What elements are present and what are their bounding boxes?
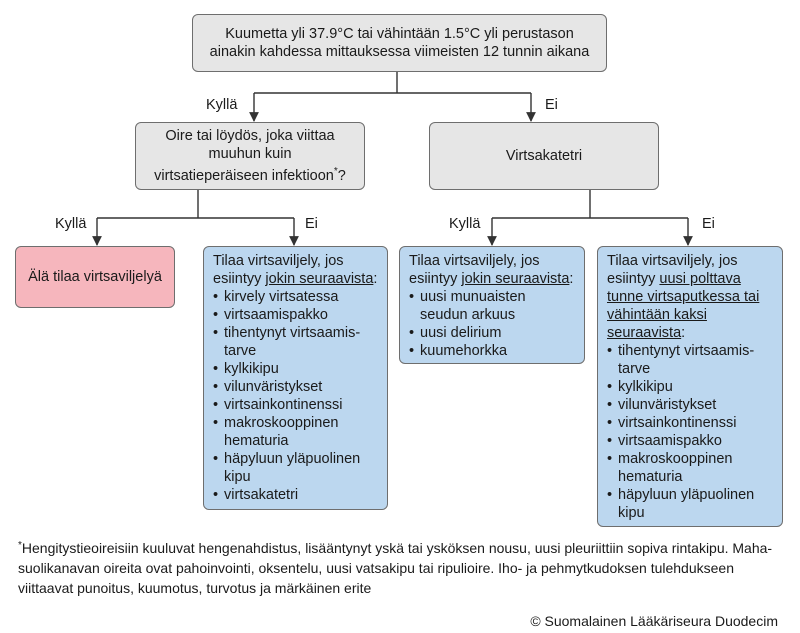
no-culture-box: Älä tilaa virtsaviljelyä (15, 246, 175, 308)
criteria-list-item: virtsainkontinenssi (607, 414, 774, 432)
footnote-text: Hengitystieoireisiin kuuluvat hengenahdi… (18, 540, 773, 596)
footnote: *Hengitystieoireisiin kuuluvat hengenahd… (18, 538, 788, 598)
no-culture-text: Älä tilaa virtsaviljelyä (28, 269, 162, 285)
criteria-list-item: virtsaamispakko (213, 306, 379, 324)
question-catheter-text: Virtsakatetri (505, 148, 583, 164)
criteria-list-item: vilunväristykset (213, 378, 379, 396)
root-line-1: Kuumetta yli 37.9°C tai vähintään 1.5°C … (225, 26, 574, 42)
criteria-list-item: kylkikipu (607, 378, 774, 396)
criteria-list-item: makroskooppinen hematuria (607, 450, 774, 486)
criteria-list-item: häpyluun yläpuolinen kipu (213, 450, 379, 486)
question-catheter-box: Virtsakatetri (429, 122, 659, 190)
label-no-right: Ei (702, 216, 715, 232)
copyright-notice: © Suomalainen Lääkäriseura Duodecim (530, 613, 778, 629)
culture-criteria-catheter-no-box: Tilaa virtsaviljely, jos esiintyy uusi p… (597, 246, 783, 527)
root-criteria-box: Kuumetta yli 37.9°C tai vähintään 1.5°C … (192, 14, 607, 72)
label-yes-left: Kyllä (55, 216, 87, 232)
footnote-marker: * (333, 166, 338, 178)
culture-criteria-list: kirvely virtsatessavirtsaamispakkotihent… (213, 288, 379, 504)
culture-criteria-intro: Tilaa virtsaviljely, jos esiintyy jokin … (409, 253, 574, 287)
label-no-top: Ei (545, 97, 558, 113)
culture-criteria-list: uusi munuaisten seudun arkuusuusi deliri… (409, 288, 576, 360)
criteria-list-item: virtsaamispakko (607, 432, 774, 450)
criteria-list-item: makroskooppinen hematuria (213, 414, 379, 450)
label-yes-top: Kyllä (206, 97, 238, 113)
footnote-asterisk: * (18, 540, 22, 551)
criteria-list-item: virtsakatetri (213, 486, 379, 504)
culture-criteria-no-catheter-box: Tilaa virtsaviljely, jos esiintyy jokin … (203, 246, 388, 510)
culture-criteria-catheter-yes-box: Tilaa virtsaviljely, jos esiintyy jokin … (399, 246, 585, 364)
criteria-list-item: vilunväristykset (607, 396, 774, 414)
culture-criteria-intro: Tilaa virtsaviljely, jos esiintyy jokin … (213, 253, 378, 287)
root-line-2: ainakin kahdessa mittauksessa viimeisten… (209, 44, 590, 60)
criteria-list-item: kuumehorkka (409, 342, 576, 360)
criteria-list-item: virtsainkontinenssi (213, 396, 379, 414)
criteria-list-item: häpyluun yläpuolinen kipu (607, 486, 774, 522)
label-no-left: Ei (305, 216, 318, 232)
culture-criteria-list: tihentynyt virtsaamis­tarvekylkikipuvilu… (607, 342, 774, 522)
culture-criteria-intro: Tilaa virtsaviljely, jos esiintyy uusi p… (607, 253, 760, 341)
criteria-list-item: tihentynyt virtsaamis­tarve (607, 342, 774, 378)
label-yes-right: Kyllä (449, 216, 481, 232)
question-other-infection-text: Oire tai löydös, joka viittaa muuhun kui… (154, 128, 346, 184)
question-other-infection-box: Oire tai löydös, joka viittaa muuhun kui… (135, 122, 365, 190)
criteria-list-item: kylkikipu (213, 360, 379, 378)
criteria-list-item: uusi munuaisten seudun arkuus (409, 288, 576, 324)
criteria-list-item: kirvely virtsatessa (213, 288, 379, 306)
criteria-list-item: tihentynyt virtsaamis­tarve (213, 324, 379, 360)
criteria-list-item: uusi delirium (409, 324, 576, 342)
